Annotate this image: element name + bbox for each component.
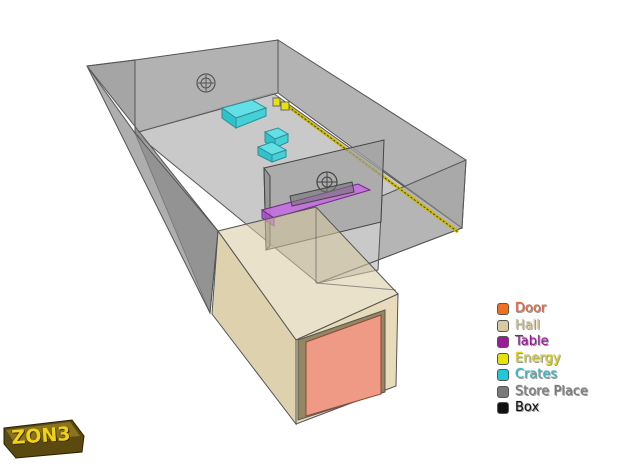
- zone-logo-icon: [3, 419, 85, 459]
- door: [305, 314, 382, 417]
- legend-label: Box: [515, 400, 540, 415]
- hall-swatch-icon: [497, 319, 509, 332]
- legend-item-door: Door: [497, 301, 637, 317]
- legend-label: Store Place: [515, 383, 589, 399]
- crates: [220, 99, 290, 163]
- legend-item-crates: Crates: [497, 367, 637, 383]
- legend-label: Crates: [515, 367, 558, 382]
- legend-label: Energy: [515, 350, 561, 366]
- energy-swatch-icon: [497, 352, 509, 365]
- table-swatch-icon: [497, 336, 509, 348]
- energy-item: [272, 97, 281, 107]
- legend-label: Hall: [515, 317, 540, 333]
- store-place-room: [86, 39, 467, 315]
- legend-item-store-place: Store Place: [497, 384, 637, 400]
- emblem-icon: [196, 73, 216, 93]
- legend-item-box: Box: [497, 400, 637, 416]
- legend-label: Table: [515, 334, 549, 349]
- legend: Door Hall Table Energy Crates Store Plac…: [497, 301, 637, 417]
- box-swatch-icon: [497, 402, 509, 414]
- crates-swatch-icon: [497, 369, 509, 381]
- legend-item-hall: Hall: [497, 318, 637, 334]
- store-place-swatch-icon: [497, 385, 509, 398]
- hall: [211, 206, 399, 426]
- legend-item-table: Table: [497, 334, 637, 350]
- door-swatch-icon: [497, 303, 509, 315]
- legend-label: Door: [515, 301, 547, 316]
- legend-item-energy: Energy: [497, 351, 637, 367]
- energy-item: [280, 101, 290, 111]
